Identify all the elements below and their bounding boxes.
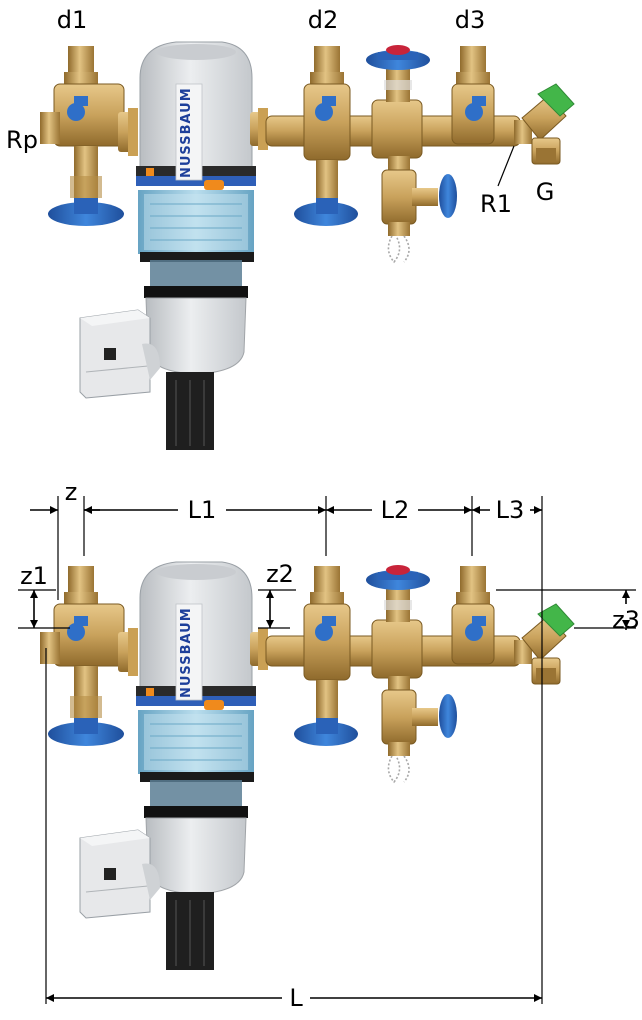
label-l: L [289,984,303,1012]
label-l3: L3 [496,496,525,524]
top-view: NUSSBAUM d1 d2 d3 Rp R1 G [6,6,575,451]
label-r1: R1 [480,190,512,218]
label-z: z [65,478,78,506]
label-d1: d1 [57,6,88,34]
label-z1: z1 [20,562,48,590]
label-rp: Rp [6,126,38,154]
label-z2: z2 [266,560,294,588]
bottom-view: NUSSBAUM z L1 L2 L3 z1 [18,478,640,1012]
label-d3: d3 [455,6,486,34]
label-d2: d2 [308,6,339,34]
label-l2: L2 [381,496,410,524]
label-l1: L1 [188,496,217,524]
bottom-brand-label: NUSSBAUM [179,607,194,698]
top-brand-label: NUSSBAUM [179,87,194,178]
label-z3: z3 [612,606,640,634]
label-g: G [536,178,555,206]
r1-leader-line [497,145,515,187]
